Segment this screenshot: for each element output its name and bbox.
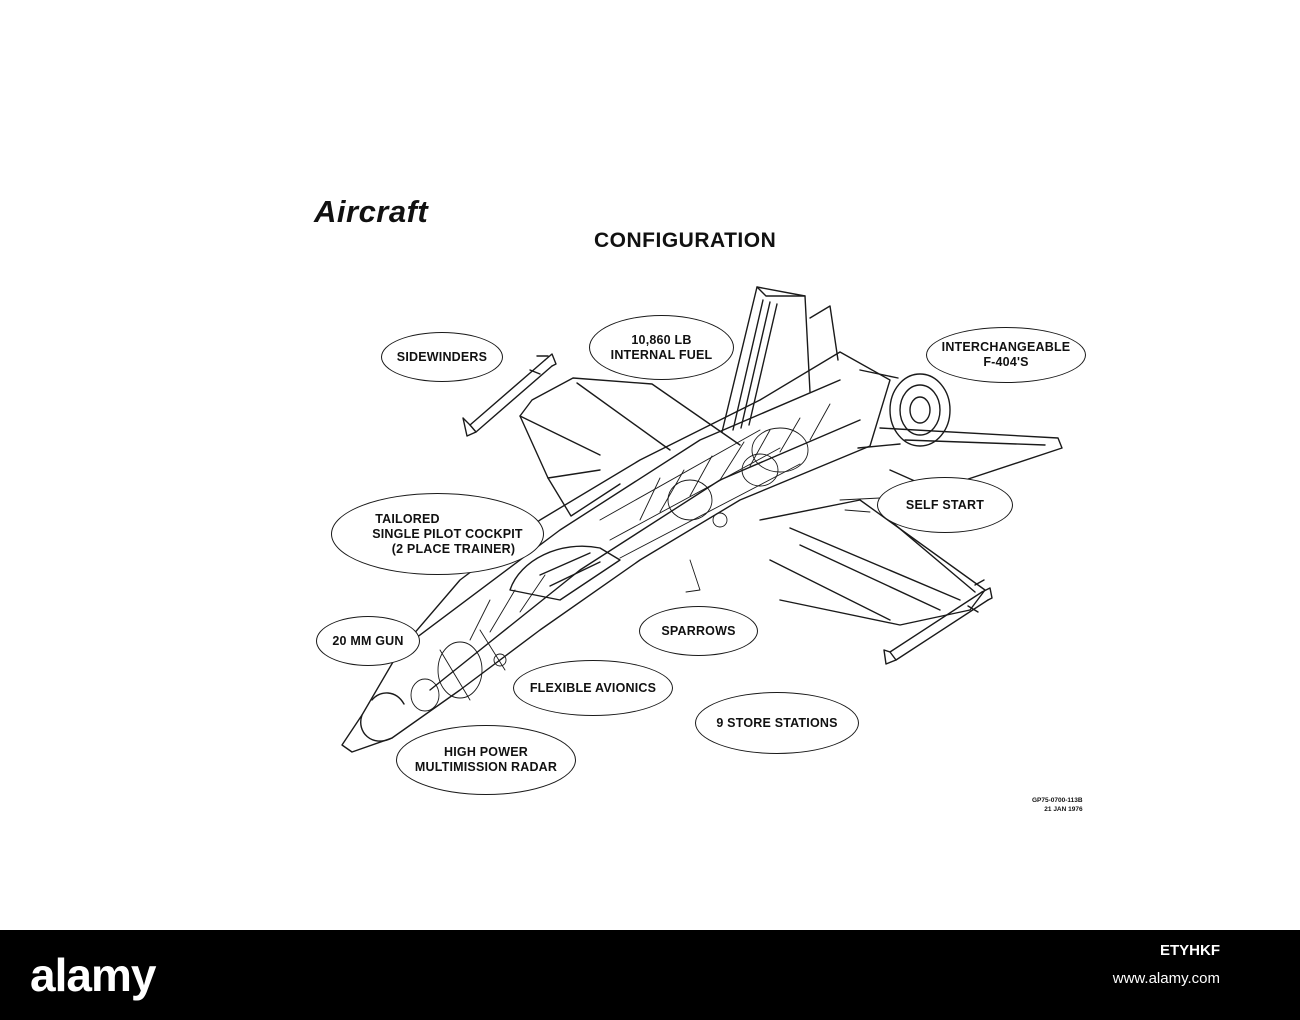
sidewinder-missile-lower [883, 579, 993, 665]
callout-text: SPARROWS [661, 623, 736, 638]
callout-text: HIGH POWER [444, 745, 528, 759]
callout-cockpit: TAILORED SINGLE PILOT COCKPIT (2 PLACE T… [331, 493, 544, 575]
callout-text: INTERNAL FUEL [610, 347, 713, 362]
left-wing [519, 377, 741, 517]
callout-radar: HIGH POWER MULTIMISSION RADAR [396, 725, 576, 795]
callout-text: SIDEWINDERS [396, 349, 488, 364]
drawing-reference: GP75-0700-113B 21 JAN 1976 [1032, 796, 1083, 814]
callout-self-start: SELF START [877, 477, 1013, 533]
engine-nozzles [857, 369, 951, 449]
internal-structure [410, 403, 881, 712]
callout-gun: 20 MM GUN [316, 616, 420, 666]
callout-store-stations: 9 STORE STATIONS [695, 692, 859, 754]
drawing-date: 21 JAN 1976 [1044, 806, 1083, 813]
callout-text: INTERCHANGEABLE [941, 340, 1071, 354]
right-wing [759, 499, 986, 626]
callout-sparrows: SPARROWS [639, 606, 758, 656]
image-id: ETYHKF [1160, 942, 1220, 959]
page-subtitle: CONFIGURATION [594, 229, 777, 252]
stock-watermark-bar: alamy ETYHKF www.alamy.com [0, 930, 1300, 1020]
aircraft-cutaway-drawing [341, 286, 1063, 753]
callout-internal-fuel: 10,860 LB INTERNAL FUEL [589, 315, 734, 380]
callout-text: 20 MM GUN [332, 633, 404, 648]
brand-logo: alamy [30, 949, 156, 1001]
callout-text: MULTIMISSION RADAR [414, 760, 558, 774]
diagram-sheet: Aircraft CONFIGURATION SIDEWINDERS 10,86… [314, 194, 1086, 814]
callout-engines: INTERCHANGEABLE F-404'S [926, 327, 1086, 383]
callout-sidewinders: SIDEWINDERS [381, 332, 503, 382]
radome [341, 714, 393, 753]
callout-text: SINGLE PILOT COCKPIT [372, 526, 523, 541]
callout-text: F-404'S [983, 355, 1029, 369]
callout-text: 10,860 LB [631, 332, 692, 347]
stock-url: www.alamy.com [1112, 970, 1220, 987]
drawing-code: GP75-0700-113B [1032, 797, 1083, 804]
callout-text: (2 PLACE TRAINER) [391, 541, 516, 556]
fuselage [360, 351, 891, 742]
callout-avionics: FLEXIBLE AVIONICS [513, 660, 673, 716]
page-title: Aircraft [314, 194, 429, 229]
cockpit-canopy [509, 545, 621, 601]
callout-text: SELF START [905, 497, 985, 512]
callout-text: FLEXIBLE AVIONICS [529, 680, 657, 695]
sidewinder-missile-upper [462, 353, 557, 437]
callout-text: 9 STORE STATIONS [716, 715, 838, 730]
callout-text: TAILORED [375, 511, 440, 526]
